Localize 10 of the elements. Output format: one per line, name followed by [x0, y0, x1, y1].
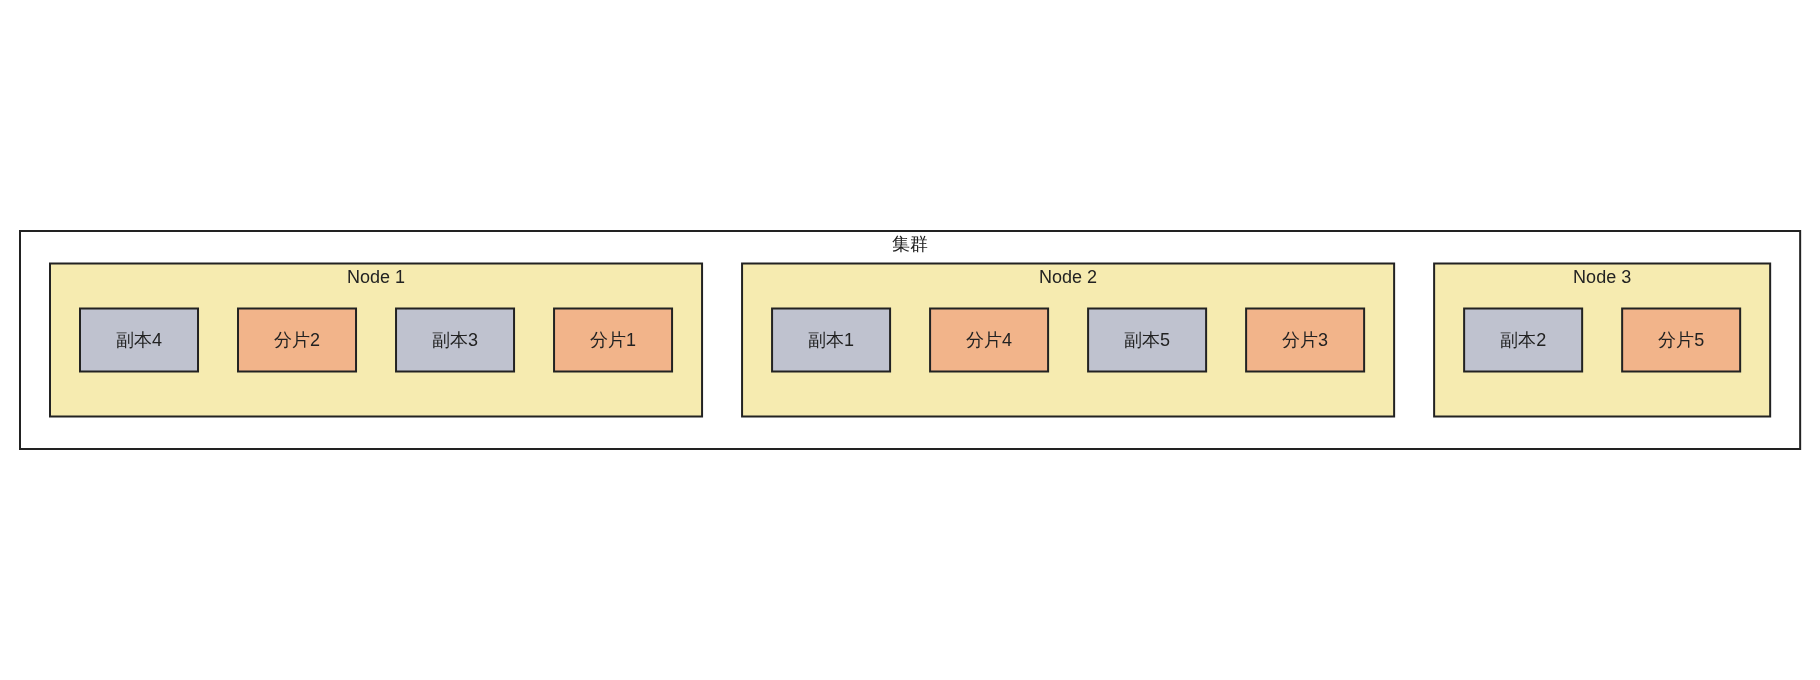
node-box: 副本1: [771, 307, 891, 373]
node-box: 副本5: [1087, 307, 1208, 373]
node-box: 副本3: [394, 307, 515, 373]
node-box: 分片4: [929, 307, 1049, 373]
node-box: 分片1: [552, 307, 673, 373]
node-box: 分片5: [1621, 307, 1742, 373]
node-box: 分片3: [1245, 307, 1366, 373]
node-box: 副本4: [78, 307, 199, 373]
node-box: 分片2: [236, 307, 357, 373]
node-box: 副本2: [1463, 307, 1584, 373]
